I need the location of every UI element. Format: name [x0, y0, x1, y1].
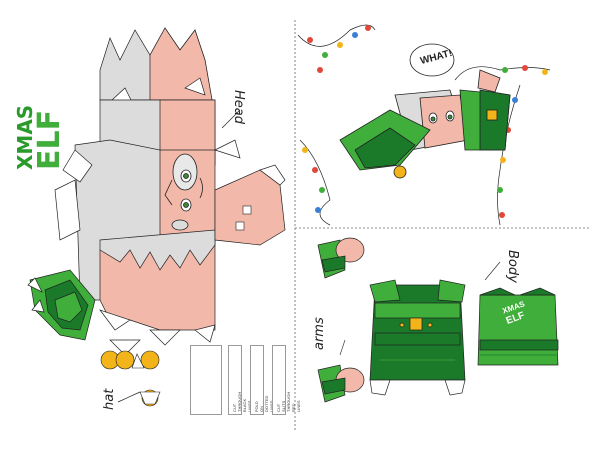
legend-fold-dotted-text: FOLD ON DOTTED LINES	[254, 395, 274, 412]
speech-bubble	[409, 43, 455, 77]
arms-label: arms	[312, 317, 327, 350]
body-pointer	[484, 261, 501, 281]
body-label: Body	[505, 250, 520, 283]
hat-pointer	[117, 391, 141, 403]
body-front	[369, 279, 466, 396]
assembled-elf	[339, 69, 511, 179]
bulbs	[302, 25, 548, 218]
bells	[100, 350, 161, 407]
head-label: Head	[231, 90, 246, 124]
legend-cut-red-text: CUT SLITS THROUGH RED LINES	[276, 391, 301, 412]
glue-marker	[242, 205, 252, 215]
arms-pieces	[317, 237, 365, 403]
glue-marker	[235, 221, 245, 231]
hat-label: hat	[102, 388, 117, 410]
head-pointer	[221, 109, 241, 129]
head-net	[54, 27, 286, 356]
xmas-elf-logo: XMAS ELF	[13, 90, 85, 170]
hat-piece	[27, 269, 96, 341]
legend-cut-red: CUT SLITS THROUGH RED LINES	[272, 345, 301, 415]
legend-cut-solid-text: CUT THROUGH BLACK LINES	[232, 391, 252, 412]
body-back	[477, 287, 559, 366]
arms-pointer	[339, 339, 346, 356]
head-face	[164, 153, 203, 231]
logo-elf-text: ELF	[32, 109, 67, 170]
legend-fold-dotted: FOLD ON DOTTED LINES	[250, 345, 274, 415]
instructions-box	[190, 345, 222, 415]
legend-cut-solid: CUT THROUGH BLACK LINES	[228, 345, 252, 415]
light-string	[297, 24, 551, 226]
